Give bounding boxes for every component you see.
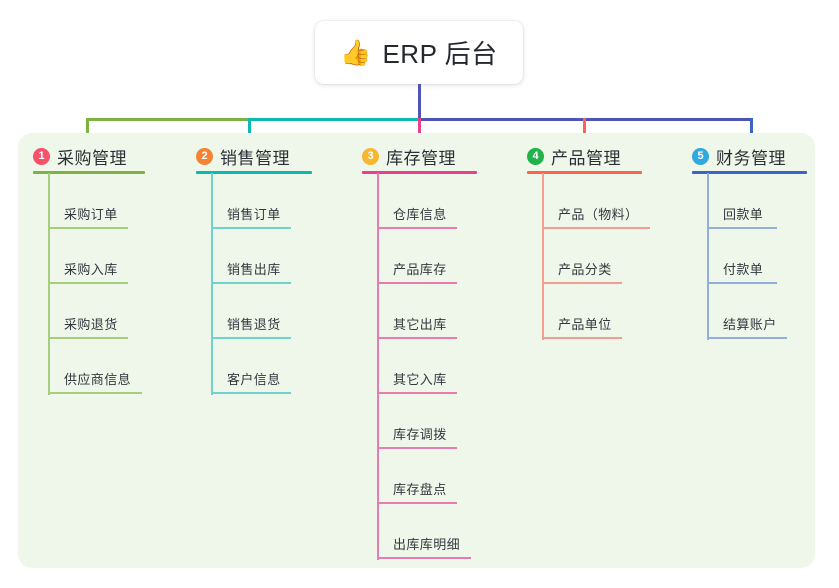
leaf-underline	[211, 227, 291, 229]
branch-title: 财务管理	[716, 149, 786, 168]
leaf-underline	[377, 447, 457, 449]
branch-header-3[interactable]: 3 库存管理	[362, 144, 456, 169]
leaf-item[interactable]: 产品分类	[542, 232, 622, 284]
leaf-underline	[707, 227, 777, 229]
thumbs-up-icon: 👍	[340, 39, 372, 67]
leaf-item[interactable]: 销售订单	[211, 177, 291, 229]
branch-number-badge: 3	[362, 148, 379, 165]
branch-header-4[interactable]: 4 产品管理	[527, 144, 621, 169]
leaf-item[interactable]: 产品（物料）	[542, 177, 650, 229]
leaf-label: 产品库存	[393, 262, 447, 277]
branch-header-2[interactable]: 2 销售管理	[196, 144, 290, 169]
leaf-label: 销售退货	[227, 317, 281, 332]
leaf-underline	[48, 227, 128, 229]
branch-number-badge: 4	[527, 148, 544, 165]
branch-spine	[211, 173, 213, 395]
leaf-label: 销售出库	[227, 262, 281, 277]
branch-spine	[707, 173, 709, 340]
branch-header-1[interactable]: 1 采购管理	[33, 144, 127, 169]
leaf-underline	[542, 282, 622, 284]
leaf-label: 结算账户	[723, 317, 777, 332]
branch-header-5[interactable]: 5 财务管理	[692, 144, 786, 169]
leaf-label: 付款单	[723, 262, 764, 277]
leaf-label: 产品（物料）	[558, 207, 639, 222]
leaf-item[interactable]: 采购入库	[48, 232, 128, 284]
branch-underline	[527, 171, 642, 174]
leaf-label: 其它入库	[393, 372, 447, 387]
leaf-item[interactable]: 库存盘点	[377, 452, 457, 504]
leaf-label: 销售订单	[227, 207, 281, 222]
leaf-item[interactable]: 付款单	[707, 232, 777, 284]
leaf-item[interactable]: 采购订单	[48, 177, 128, 229]
leaf-item[interactable]: 其它出库	[377, 287, 457, 339]
leaf-item[interactable]: 客户信息	[211, 342, 291, 394]
leaf-item[interactable]: 回款单	[707, 177, 777, 229]
leaf-label: 采购订单	[64, 207, 118, 222]
root-node[interactable]: 👍 ERP 后台	[315, 21, 523, 84]
segment-teal	[248, 118, 420, 121]
branch-underline	[33, 171, 145, 174]
leaf-underline	[48, 282, 128, 284]
leaf-underline	[48, 392, 142, 394]
segment-green	[86, 118, 251, 121]
leaf-underline	[211, 392, 291, 394]
leaf-label: 出库库明细	[393, 537, 461, 552]
leaf-label: 回款单	[723, 207, 764, 222]
root-stem	[418, 84, 421, 121]
branch-number-badge: 1	[33, 148, 50, 165]
root-title: ERP 后台	[382, 39, 498, 69]
branch-title: 产品管理	[551, 149, 621, 168]
leaf-underline	[377, 227, 457, 229]
leaf-label: 产品分类	[558, 262, 612, 277]
branch-title: 库存管理	[386, 149, 456, 168]
leaf-underline	[542, 337, 622, 339]
leaf-item[interactable]: 产品库存	[377, 232, 457, 284]
leaf-underline	[211, 282, 291, 284]
leaf-label: 客户信息	[227, 372, 281, 387]
leaf-label: 采购入库	[64, 262, 118, 277]
leaf-item[interactable]: 供应商信息	[48, 342, 142, 394]
leaf-item[interactable]: 采购退货	[48, 287, 128, 339]
leaf-underline	[707, 337, 787, 339]
branch-spine	[542, 173, 544, 340]
branch-underline	[196, 171, 312, 174]
leaf-label: 产品单位	[558, 317, 612, 332]
leaf-item[interactable]: 仓库信息	[377, 177, 457, 229]
leaf-item[interactable]: 销售退货	[211, 287, 291, 339]
branch-spine	[377, 173, 379, 560]
leaf-underline	[377, 337, 457, 339]
leaf-label: 采购退货	[64, 317, 118, 332]
leaf-label: 供应商信息	[64, 372, 132, 387]
branch-number-badge: 2	[196, 148, 213, 165]
leaf-underline	[542, 227, 650, 229]
leaf-item[interactable]: 其它入库	[377, 342, 457, 394]
leaf-item[interactable]: 销售出库	[211, 232, 291, 284]
branch-title: 采购管理	[57, 149, 127, 168]
leaf-underline	[377, 282, 457, 284]
branches-panel: 1 采购管理采购订单采购入库采购退货供应商信息 2 销售管理销售订单销售出库销售退货客…	[18, 133, 815, 568]
leaf-label: 仓库信息	[393, 207, 447, 222]
branch-underline	[362, 171, 477, 174]
leaf-item[interactable]: 产品单位	[542, 287, 622, 339]
branch-number-badge: 5	[692, 148, 709, 165]
branch-title: 销售管理	[220, 149, 290, 168]
leaf-label: 其它出库	[393, 317, 447, 332]
leaf-underline	[377, 502, 457, 504]
leaf-underline	[377, 392, 457, 394]
leaf-item[interactable]: 出库库明细	[377, 507, 471, 559]
branch-spine	[48, 173, 50, 395]
leaf-underline	[707, 282, 777, 284]
leaf-item[interactable]: 库存调拨	[377, 397, 457, 449]
branch-underline	[692, 171, 807, 174]
leaf-underline	[377, 557, 471, 559]
leaf-underline	[48, 337, 128, 339]
leaf-underline	[211, 337, 291, 339]
leaf-label: 库存盘点	[393, 482, 447, 497]
leaf-label: 库存调拨	[393, 427, 447, 442]
leaf-item[interactable]: 结算账户	[707, 287, 787, 339]
